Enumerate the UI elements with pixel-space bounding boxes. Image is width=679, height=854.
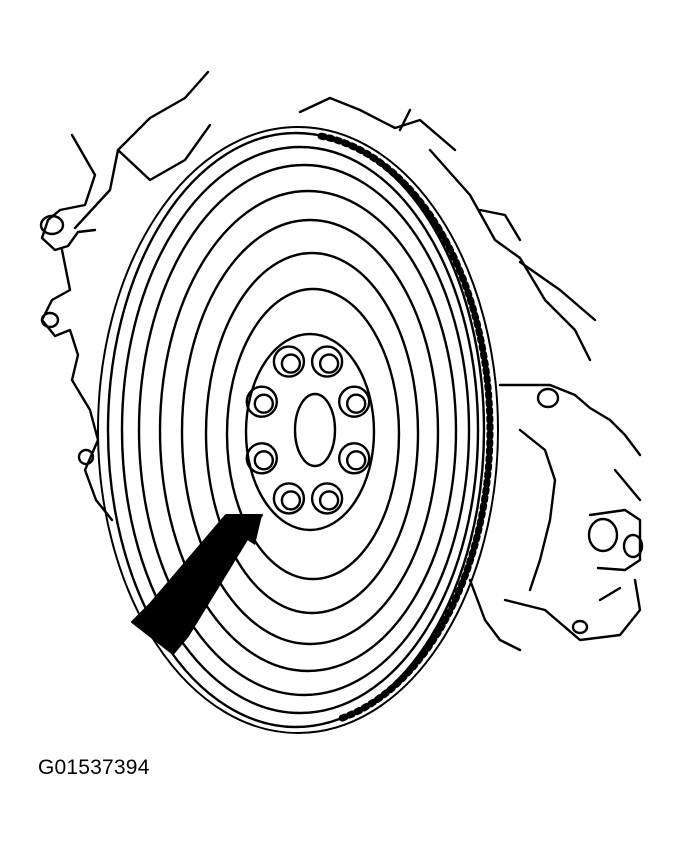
hub [244, 332, 376, 532]
bolt [310, 482, 344, 515]
bolt [272, 345, 306, 378]
bolt-head [253, 393, 274, 414]
bolt-head [346, 450, 367, 471]
bolt-head [280, 490, 302, 511]
bolt-head [280, 353, 302, 374]
bolt [272, 482, 306, 515]
flywheel-bolts [245, 345, 371, 515]
bolt-head [318, 490, 340, 511]
ring-gear [97, 126, 499, 734]
bolt [338, 385, 371, 418]
bolt-head [346, 393, 367, 414]
flywheel [106, 131, 486, 729]
block-bosses [39, 214, 644, 635]
bolt [310, 345, 344, 378]
figure-caption: G01537394 [38, 756, 150, 779]
bolt [245, 442, 278, 475]
bolt [245, 385, 278, 418]
bolt-head [253, 450, 274, 471]
bolt [338, 442, 371, 475]
bolt-head [318, 353, 340, 374]
